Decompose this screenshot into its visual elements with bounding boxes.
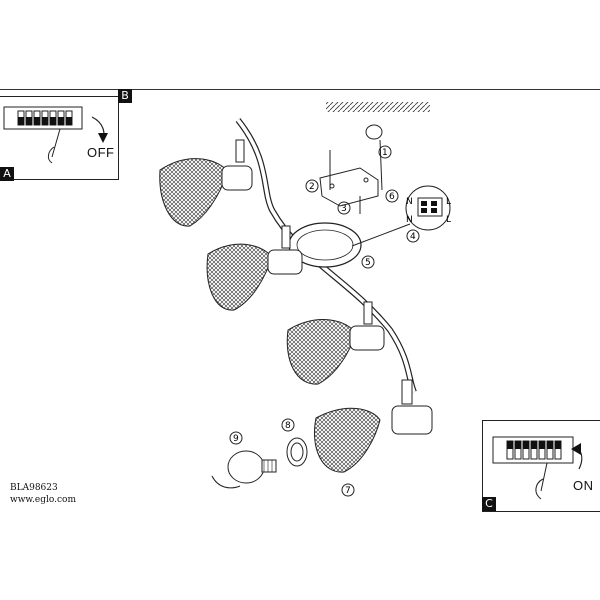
lamp-shade-icon <box>159 139 253 227</box>
panel-c-tag: C <box>482 497 496 511</box>
step-6: 6 <box>389 192 395 202</box>
bulb-icon <box>211 450 277 489</box>
fuse-box-off-illustration <box>3 106 108 164</box>
lamp-shade-icon <box>206 225 303 311</box>
ceiling-hatch <box>326 102 430 112</box>
step-7: 7 <box>345 486 351 496</box>
fuse-box-on-illustration <box>492 436 583 500</box>
arrow-down-icon <box>98 133 108 143</box>
mounting-bracket <box>319 124 383 214</box>
product-info: BLA98623 www.eglo.com <box>10 482 76 506</box>
step-3: 3 <box>341 204 347 214</box>
switch-on-label: ON <box>573 478 594 493</box>
panel-switch-on <box>482 420 600 512</box>
step-9: 9 <box>233 434 239 444</box>
terminal-l-top: L <box>446 197 451 207</box>
product-website: www.eglo.com <box>10 495 76 505</box>
lamp-shade-icon <box>286 301 385 385</box>
rotate-arrow-icon <box>211 475 241 489</box>
hand-icon <box>47 128 61 164</box>
step-2: 2 <box>309 182 315 192</box>
step-5: 5 <box>365 258 371 268</box>
switch-off-label: OFF <box>87 145 115 160</box>
lamp-shade-icon <box>313 379 433 473</box>
terminal-n-bottom: N <box>406 215 413 225</box>
terminal-block <box>351 185 451 247</box>
panel-a-tag: A <box>0 167 14 181</box>
hand-icon <box>535 462 548 500</box>
top-rule <box>0 89 600 90</box>
arrow-up-icon <box>571 443 581 455</box>
step-4: 4 <box>410 232 416 242</box>
step-1: 1 <box>382 148 388 158</box>
panel-b-tag: B <box>118 89 132 103</box>
panel-switch-off <box>0 96 119 180</box>
terminal-n-top: N <box>406 197 413 207</box>
shade-ring <box>286 437 308 467</box>
step-8: 8 <box>285 421 291 431</box>
terminal-l-bottom: L <box>446 215 451 225</box>
step-markers <box>229 145 420 497</box>
product-code: BLA98623 <box>10 483 58 493</box>
